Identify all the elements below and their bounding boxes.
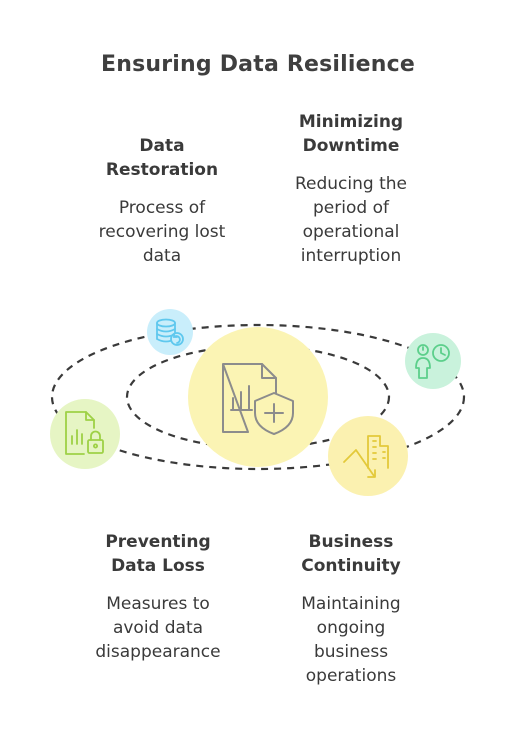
database-refresh-icon <box>156 318 184 346</box>
preventing-data-loss-block: Preventing Data Loss Measures to avoid d… <box>73 530 243 664</box>
person-clock-icon <box>415 344 450 379</box>
building-decline-icon <box>343 435 389 478</box>
locked-document-chart-icon <box>65 411 104 455</box>
minimizing-downtime-description: Reducing the period of operational inter… <box>294 174 407 266</box>
business-continuity-block: Business Continuity Maintaining ongoing … <box>266 530 436 688</box>
minimizing-downtime-node <box>405 333 461 389</box>
document-chart-shield-icon <box>222 363 294 435</box>
data-restoration-block: Data Restoration Process of recovering l… <box>77 134 247 268</box>
outer-orbit <box>50 323 466 471</box>
business-continuity-heading: Business Continuity <box>301 532 401 576</box>
minimizing-downtime-block: Minimizing Downtime Reducing the period … <box>266 110 436 268</box>
data-restoration-node <box>147 309 193 355</box>
center-circle <box>188 327 328 467</box>
business-continuity-description: Maintaining ongoing business operations <box>301 594 401 686</box>
data-restoration-description: Process of recovering lost data <box>98 198 226 266</box>
preventing-data-loss-description: Measures to avoid data disappearance <box>95 594 221 662</box>
diagram-title: Ensuring Data Resilience <box>101 52 415 77</box>
minimizing-downtime-heading: Minimizing Downtime <box>298 112 404 156</box>
data-restoration-heading: Data Restoration <box>105 136 219 180</box>
preventing-data-loss-heading: Preventing Data Loss <box>105 532 211 576</box>
preventing-data-loss-node <box>50 399 120 469</box>
